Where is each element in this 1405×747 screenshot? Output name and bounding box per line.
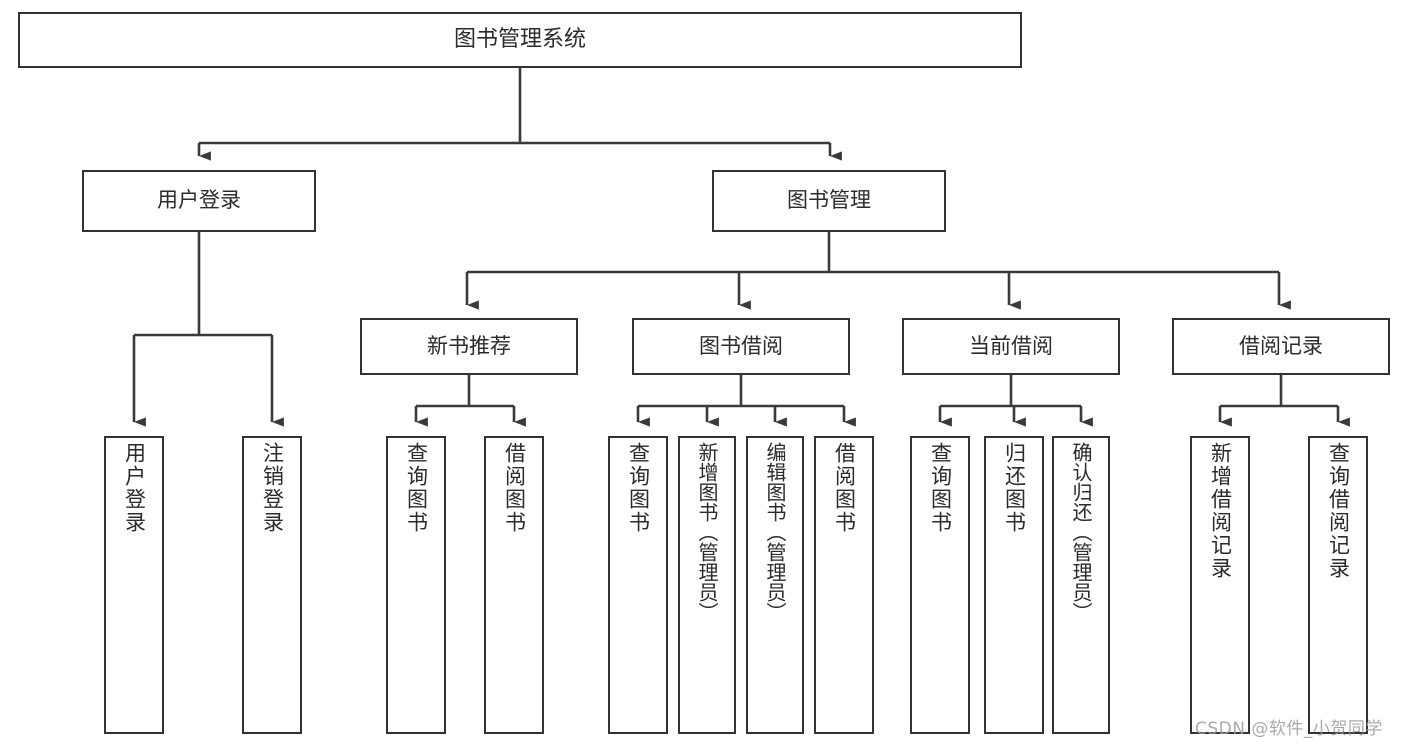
leaf-logout-login[interactable]: 注销登录 xyxy=(242,436,302,734)
node-label-user-login: 用户登录 xyxy=(157,188,241,213)
leaf-edit-book[interactable]: 编辑图书（管理员） xyxy=(746,436,804,734)
node-label-root: 图书管理系统 xyxy=(453,26,586,52)
leaf-borrow-book-2[interactable]: 借阅图书 xyxy=(814,436,874,734)
leaf-return-book[interactable]: 归还图书 xyxy=(984,436,1044,734)
node-label-borrow-record: 借阅记录 xyxy=(1239,333,1323,358)
leaf-query-book-2-label: 查询图书 xyxy=(626,442,651,534)
node-book-manage[interactable]: 图书管理 xyxy=(712,170,946,232)
csdn-watermark: CSDN @软件_小贺同学 xyxy=(1195,719,1383,739)
leaf-borrow-book-2-label: 借阅图书 xyxy=(832,442,857,534)
node-borrow-record[interactable]: 借阅记录 xyxy=(1172,318,1390,375)
node-current-borrow[interactable]: 当前借阅 xyxy=(902,318,1120,375)
leaf-confirm-return[interactable]: 确认归还（管理员） xyxy=(1052,436,1110,734)
leaf-edit-book-label: 编辑图书（管理员） xyxy=(763,442,787,622)
leaf-query-book-2[interactable]: 查询图书 xyxy=(608,436,668,734)
node-label-book-borrow: 图书借阅 xyxy=(699,333,783,358)
leaf-query-record-label: 查询借阅记录 xyxy=(1326,442,1351,580)
leaf-add-record-label: 新增借阅记录 xyxy=(1208,442,1233,580)
leaf-query-book-1[interactable]: 查询图书 xyxy=(386,436,446,734)
leaf-user-login-label: 用户登录 xyxy=(122,442,147,534)
leaf-query-book-3-label: 查询图书 xyxy=(928,442,953,534)
node-root-system[interactable]: 图书管理系统 xyxy=(18,12,1022,68)
leaf-query-book-3[interactable]: 查询图书 xyxy=(910,436,970,734)
leaf-query-record[interactable]: 查询借阅记录 xyxy=(1308,436,1368,734)
leaf-borrow-book-1[interactable]: 借阅图书 xyxy=(484,436,544,734)
leaf-return-book-label: 归还图书 xyxy=(1002,442,1027,534)
node-label-book-manage: 图书管理 xyxy=(787,188,871,213)
leaf-query-book-1-label: 查询图书 xyxy=(404,442,429,534)
node-label-current-borrow: 当前借阅 xyxy=(969,333,1053,358)
leaf-add-record[interactable]: 新增借阅记录 xyxy=(1190,436,1250,734)
leaf-user-login[interactable]: 用户登录 xyxy=(104,436,164,734)
leaf-confirm-return-label: 确认归还（管理员） xyxy=(1069,442,1093,622)
node-label-new-book-recommend: 新书推荐 xyxy=(427,333,511,358)
leaf-logout-login-label: 注销登录 xyxy=(260,442,285,534)
node-user-login[interactable]: 用户登录 xyxy=(82,170,316,232)
leaf-add-book[interactable]: 新增图书（管理员） xyxy=(678,436,736,734)
node-new-book-recommend[interactable]: 新书推荐 xyxy=(360,318,578,375)
leaf-borrow-book-1-label: 借阅图书 xyxy=(502,442,527,534)
node-book-borrow[interactable]: 图书借阅 xyxy=(632,318,850,375)
leaf-add-book-label: 新增图书（管理员） xyxy=(695,442,719,622)
